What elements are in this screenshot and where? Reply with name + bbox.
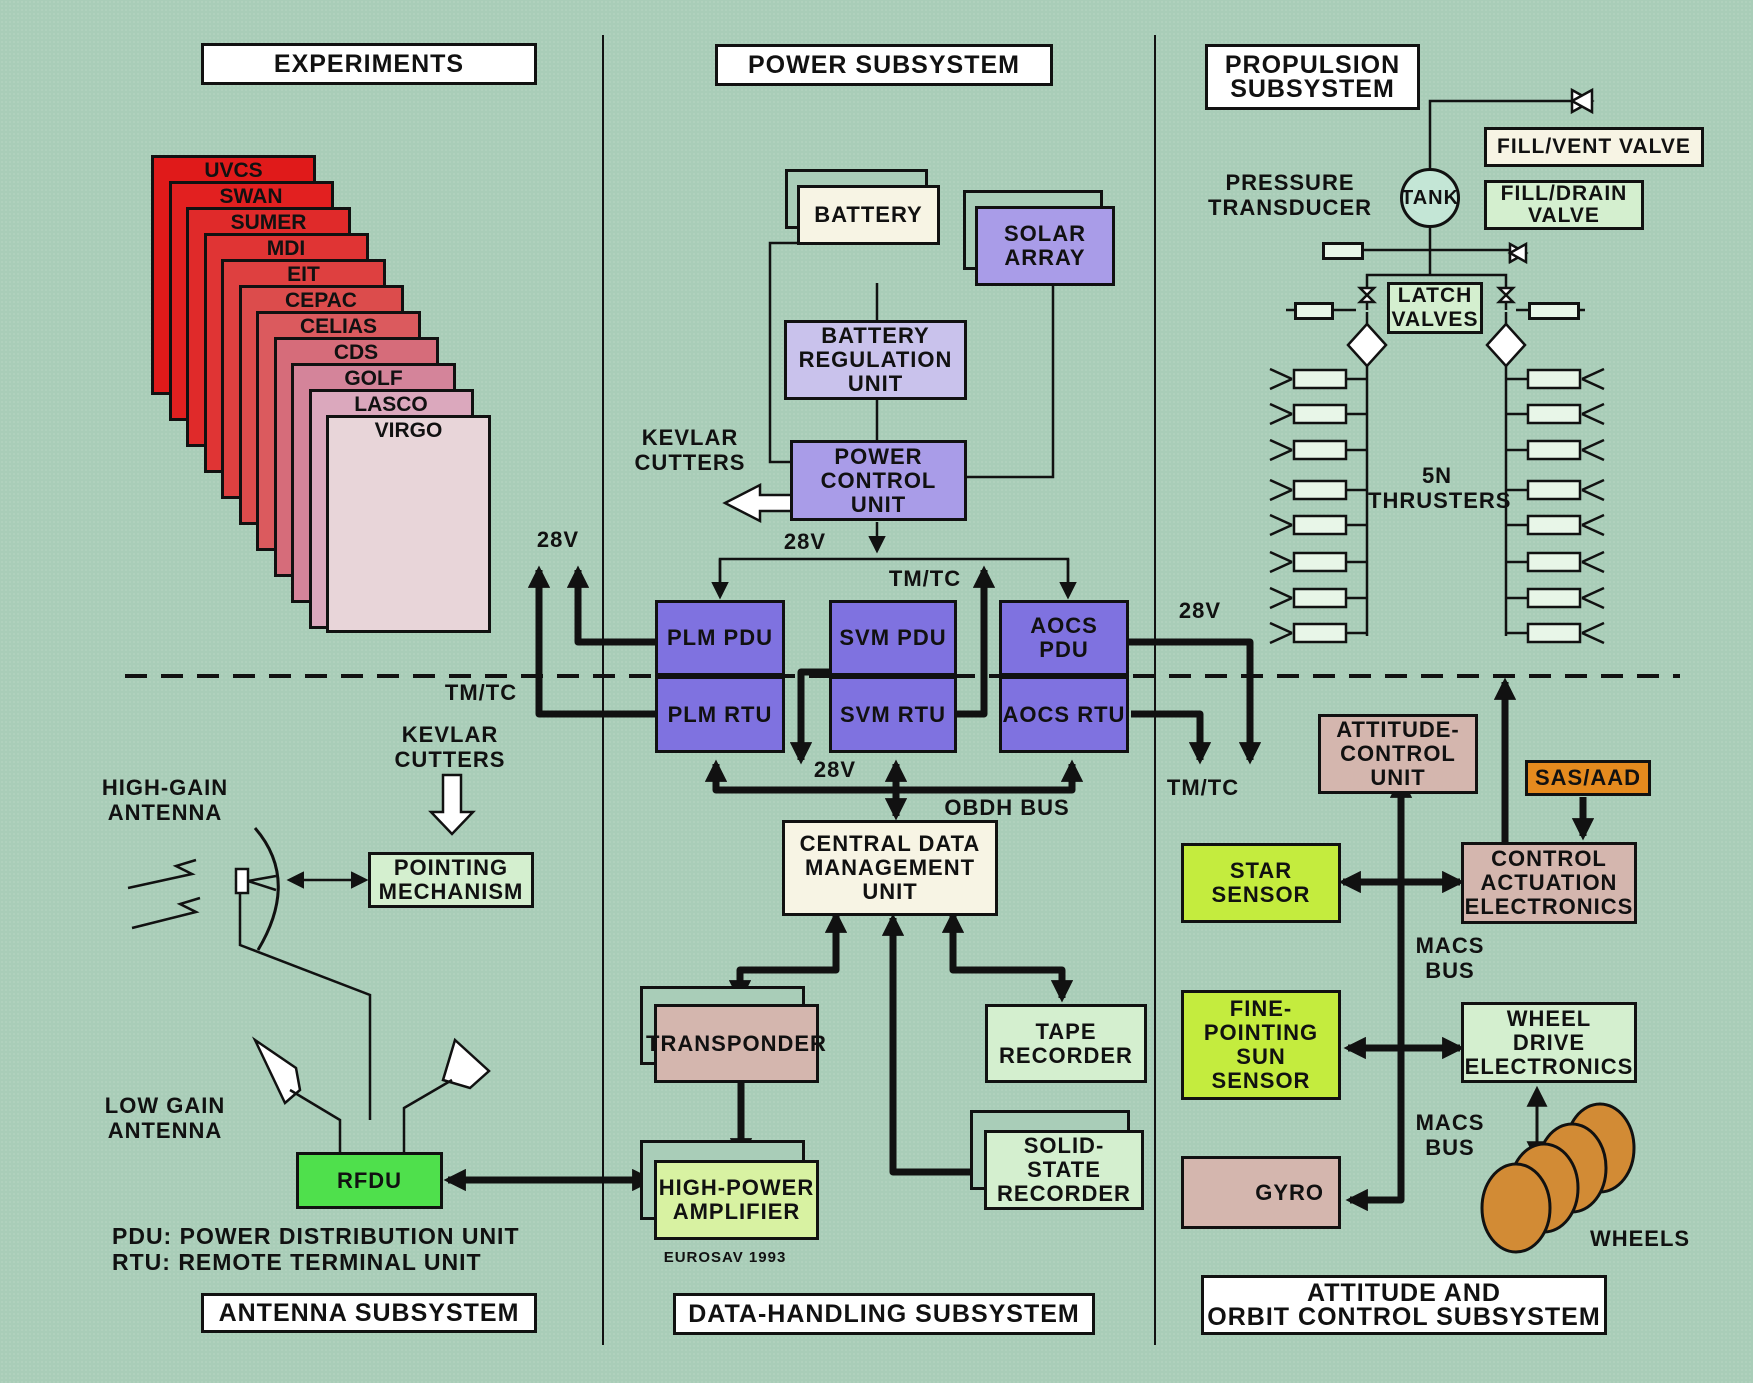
central-data-management-unit-box: CENTRAL DATA MANAGEMENT UNIT	[782, 820, 998, 916]
legend-rtu: RTU: REMOTE TERMINAL UNIT	[112, 1249, 482, 1275]
plm-pdu-box: PLM PDU	[655, 600, 785, 676]
gyro-box: GYRO	[1181, 1156, 1341, 1229]
antenna-drawing	[127, 827, 491, 1160]
reaction-wheels	[1480, 1102, 1636, 1254]
latch-transducer-left	[1294, 302, 1334, 320]
kevlar-arrow-antenna	[428, 773, 476, 836]
wheels-label: WHEELS	[1589, 1226, 1691, 1251]
attitude-control-unit-box: ATTITUDE- CONTROL UNIT	[1318, 714, 1478, 794]
thrusters-label: 5N THRUSTERS	[1368, 463, 1512, 513]
battery-box: BATTERY	[797, 185, 940, 245]
legend-pdu: PDU: POWER DISTRIBUTION UNIT	[112, 1223, 520, 1249]
solid-state-recorder-box: SOLID- STATE RECORDER	[984, 1130, 1144, 1210]
fine-pointing-sun-sensor-box: FINE- POINTING SUN SENSOR	[1181, 990, 1341, 1100]
title-data-handling: DATA-HANDLING SUBSYSTEM	[673, 1293, 1095, 1335]
fill-vent-valve-box: FILL/VENT VALVE	[1484, 127, 1704, 167]
latch-transducer-right	[1528, 302, 1580, 320]
tank-circle: TANK	[1400, 168, 1460, 228]
control-actuation-electronics-box: CONTROL ACTUATION ELECTRONICS	[1461, 842, 1637, 924]
thruster-array	[1269, 367, 1605, 645]
macs-bus-label-upper: MACS BUS	[1415, 933, 1485, 983]
plm-rtu-box: PLM RTU	[655, 676, 785, 753]
rfdu-box: RFDU	[296, 1152, 443, 1209]
pressure-transducer-box	[1322, 242, 1364, 260]
label-28v-right: 28V	[1178, 598, 1222, 623]
label-tmtc-left: TM/TC	[444, 680, 518, 705]
svm-rtu-box: SVM RTU	[829, 676, 957, 753]
aocs-pdu-box: AOCS PDU	[999, 600, 1129, 676]
low-gain-antenna-label: LOW GAIN ANTENNA	[104, 1093, 226, 1143]
power-control-unit-box: POWER CONTROL UNIT	[790, 440, 967, 521]
tape-recorder-box: TAPE RECORDER	[985, 1004, 1147, 1083]
power-wiring	[711, 241, 1077, 600]
sas-aad-box: SAS/AAD	[1525, 760, 1651, 796]
high-power-amplifier-box: HIGH-POWER AMPLIFIER	[654, 1160, 819, 1240]
svm-pdu-box: SVM PDU	[829, 600, 957, 676]
label-tmtc-top: TM/TC	[888, 566, 962, 591]
label-28v-bottom: 28V	[813, 757, 857, 782]
star-sensor-box: STAR SENSOR	[1181, 843, 1341, 923]
title-aocs: ATTITUDE AND ORBIT CONTROL SUBSYSTEM	[1201, 1275, 1607, 1335]
high-gain-antenna-label: HIGH-GAIN ANTENNA	[101, 775, 229, 825]
transponder-box: TRANSPONDER	[646, 1004, 826, 1083]
wheel-drive-electronics-box: WHEEL DRIVE ELECTRONICS	[1461, 1002, 1637, 1083]
title-power: POWER SUBSYSTEM	[715, 44, 1053, 86]
pointing-mechanism-box: POINTING MECHANISM	[368, 852, 534, 908]
propulsion-piping	[1286, 87, 1595, 636]
latch-valves-box: LATCH VALVES	[1387, 282, 1483, 334]
label-28v-left: 28V	[536, 527, 580, 552]
credit-label: EUROSAV 1993	[663, 1249, 787, 1266]
label-28v-top: 28V	[783, 529, 827, 554]
fill-drain-valve-box: FILL/DRAIN VALVE	[1484, 180, 1644, 230]
pressure-transducer-label: PRESSURE TRANSDUCER	[1208, 170, 1372, 220]
solar-array-box: SOLAR ARRAY	[975, 206, 1115, 286]
title-propulsion: PROPULSION SUBSYSTEM	[1205, 44, 1420, 110]
battery-regulation-unit-box: BATTERY REGULATION UNIT	[784, 320, 967, 400]
kevlar-arrow-power	[722, 482, 795, 524]
macs-bus-label-lower: MACS BUS	[1415, 1110, 1485, 1160]
kevlar-cutters-label-antenna: KEVLAR CUTTERS	[394, 722, 506, 772]
experiment-card-virgo: VIRGO	[326, 415, 491, 633]
title-experiments: EXPERIMENTS	[201, 43, 537, 85]
title-antenna: ANTENNA SUBSYSTEM	[201, 1293, 537, 1333]
kevlar-cutters-label-power: KEVLAR CUTTERS	[634, 425, 746, 475]
aocs-rtu-box: AOCS RTU	[999, 676, 1129, 753]
label-tmtc-right: TM/TC	[1166, 775, 1240, 800]
label-obdh-bus: OBDH BUS	[944, 795, 1070, 820]
